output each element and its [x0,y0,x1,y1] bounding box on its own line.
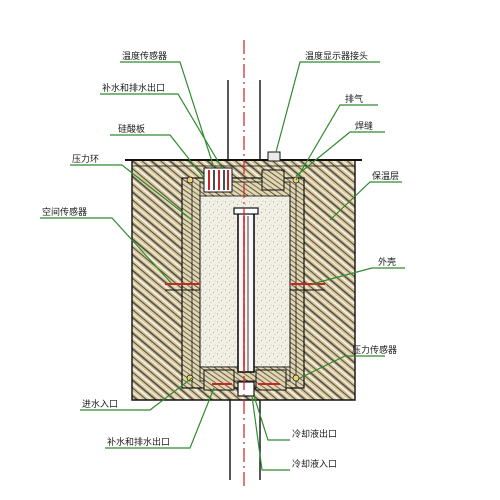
label-temp-sensor: 温度传感器 [122,50,167,62]
label-water-outlet-bottom: 补水和排水出口 [107,436,170,448]
label-insul-layer: 保温层 [372,170,399,182]
label-water-outlet-top: 补水和排水出口 [102,82,165,94]
label-pressure-sensor-left: 空间传感器 [42,206,87,218]
side-ports [165,283,325,291]
label-liquid-inlet: 冷却液入口 [292,458,337,470]
label-liquid-outlet: 冷却液出口 [292,428,337,440]
label-water-inlet: 进水入口 [82,398,118,410]
central-tube [233,207,259,373]
label-pressure-sensor-right: 压力传感器 [352,344,397,356]
label-insul-board: 硅酸板 [118,123,145,135]
label-flange: 压力环 [72,153,99,165]
labels: 温度传感器 补水和排水出口 硅酸板 压力环 空间传感器 进水入口 补水和排水出口… [42,50,399,470]
bottom-coils [186,369,300,397]
label-weld: 焊缝 [355,120,373,132]
leader-lines [40,61,405,471]
label-outer-shell: 外壳 [378,256,396,268]
label-vent: 排气 [345,93,363,105]
label-temp-display: 温度显示器接头 [305,50,368,62]
top-coils [186,151,300,193]
